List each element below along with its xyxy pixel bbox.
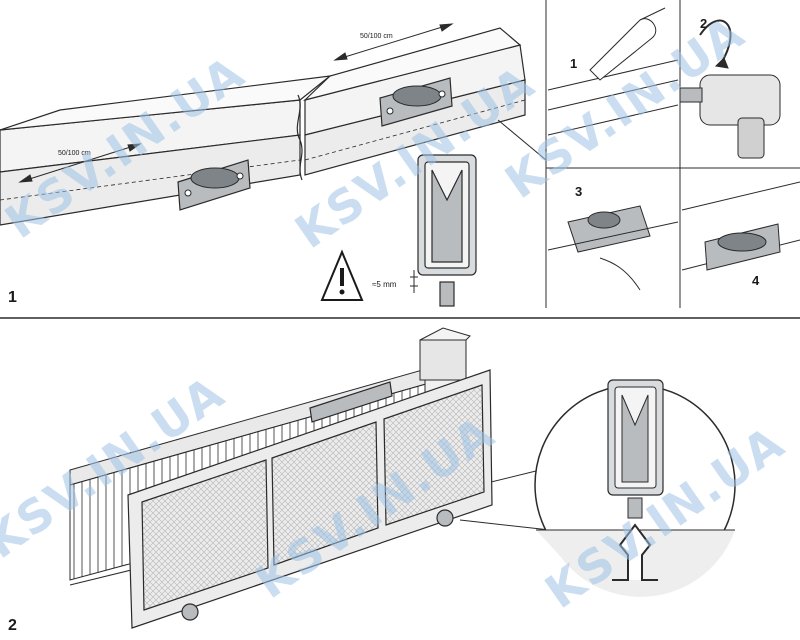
step-number-2: 2 [700, 16, 707, 31]
right-guide-roller [379, 77, 453, 127]
warning-icon [320, 249, 364, 301]
sliding-gate [127, 369, 493, 629]
bottom-panel: 2 [8, 327, 736, 634]
left-guide-roller [177, 159, 251, 211]
top-panel: 50/100 cm 50/100 cm ≈5 mm [0, 0, 800, 308]
step-number-1: 1 [570, 56, 577, 71]
dimension-left-label: 50/100 cm [58, 150, 91, 157]
detail-magnifier [459, 379, 736, 597]
step-number-3: 3 [575, 184, 582, 199]
panel-number-top: 1 [8, 289, 17, 306]
gap-label: ≈5 mm [372, 280, 397, 289]
panel-number-bottom: 2 [8, 617, 17, 634]
gap-marker [410, 270, 418, 293]
dimension-left [18, 143, 142, 183]
step1-mark-position [547, 7, 679, 136]
step4-mounted-roller [681, 181, 800, 271]
roller-cross-section [417, 154, 477, 307]
step-number-4: 4 [752, 273, 760, 288]
step-frames [497, 0, 800, 308]
step3-bracket-fixing [547, 205, 679, 291]
step2-drill [679, 19, 781, 159]
dimension-right-label: 50/100 cm [360, 33, 393, 40]
dimension-right [333, 23, 454, 61]
